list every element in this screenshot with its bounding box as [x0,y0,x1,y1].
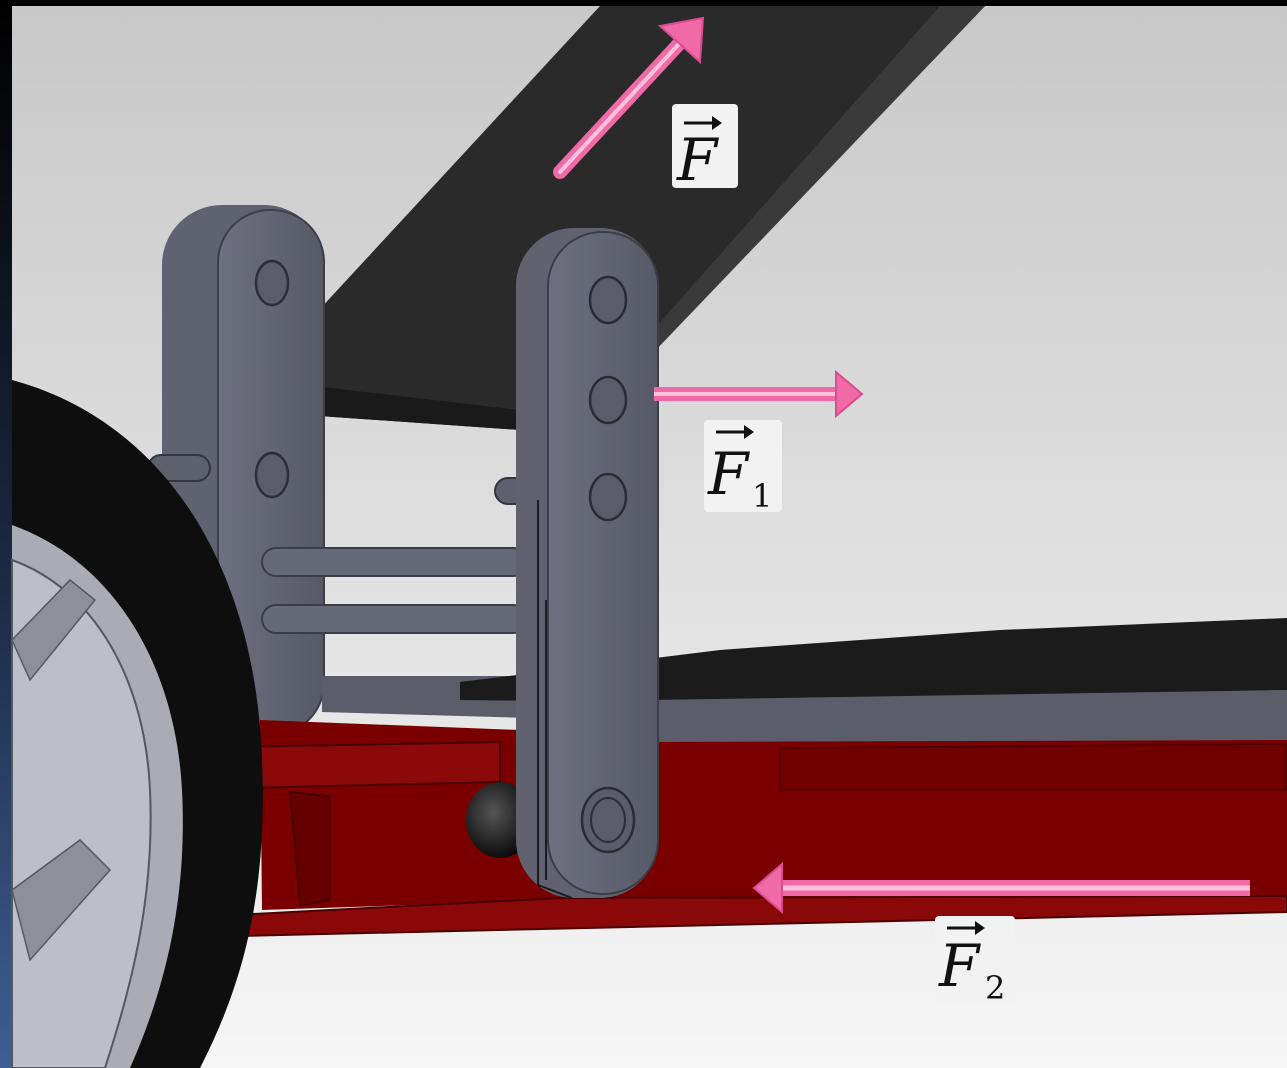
label-f1-subscript: 1 [752,477,772,515]
force-arrow-f1 [654,369,864,419]
front-bracket [516,228,659,899]
left-edge-band [0,0,12,1068]
label-f2: F 2 [935,916,1015,1007]
label-f1: F 1 [704,420,782,515]
top-plate [460,618,1287,748]
force-arrow-f [553,16,705,179]
label-f2-text: F [938,932,981,1000]
force-arrow-f2 [752,861,1250,915]
label-f2-subscript: 2 [985,969,1005,1007]
label-f: F [672,104,738,194]
label-f-text: F [676,126,719,194]
wheel [11,380,263,1068]
label-f1-text: F [707,440,750,508]
